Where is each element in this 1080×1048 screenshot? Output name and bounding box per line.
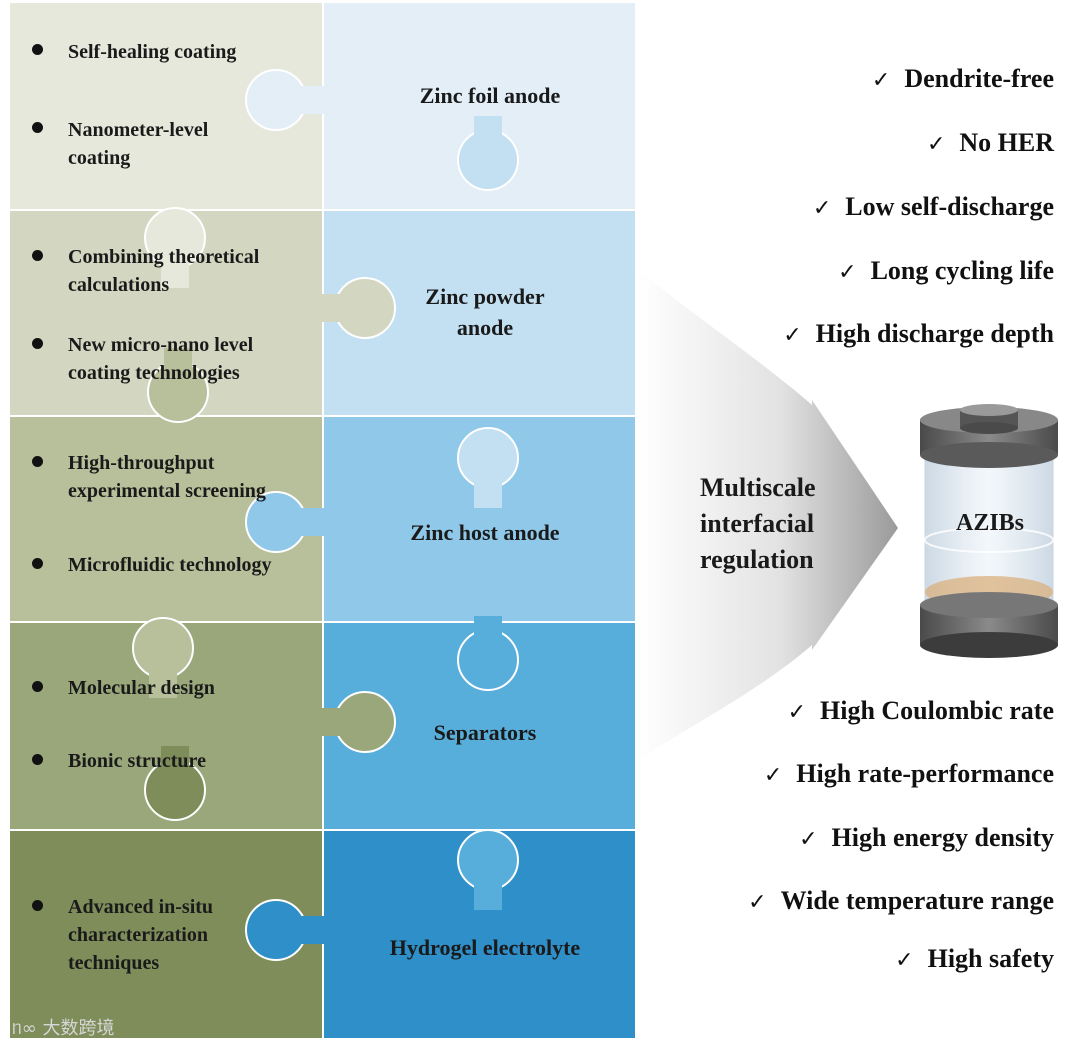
watermark: ᥒ∞ 大数跨境 xyxy=(12,1018,115,1039)
battery-top-edge xyxy=(920,442,1058,468)
bullet-icon xyxy=(32,558,43,569)
benefit-item: ✓High discharge depth xyxy=(783,319,1054,348)
puzzle-knob-neck xyxy=(292,508,326,536)
check-icon: ✓ xyxy=(895,948,914,973)
bullet-icon xyxy=(32,681,43,692)
right-piece-label-2: Zinc powder anode xyxy=(425,284,545,340)
puzzle-knob-neck xyxy=(474,616,502,650)
bullet-icon xyxy=(32,122,43,133)
puzzle-knob-neck xyxy=(474,116,502,150)
battery-label: AZIBs xyxy=(955,510,1025,536)
left-item-text: Nanometer-level coating xyxy=(68,119,209,169)
puzzle-knob-neck xyxy=(164,348,192,382)
bullet-icon xyxy=(32,754,43,765)
bullet-icon xyxy=(32,44,43,55)
puzzle-knob-neck xyxy=(161,254,189,288)
puzzle-knob-neck xyxy=(149,664,177,698)
benefit-item: ✓Long cycling life xyxy=(838,256,1054,285)
check-icon: ✓ xyxy=(799,827,818,852)
left-item-text: Advanced in-situ characterization techni… xyxy=(68,896,214,974)
battery-bottom-edge xyxy=(920,632,1058,658)
right-piece-label-3: Zinc host anode xyxy=(410,520,560,545)
benefit-item: ✓High rate-performance xyxy=(763,759,1054,788)
puzzle-knob-neck xyxy=(292,86,326,114)
puzzle-knob-neck xyxy=(321,294,355,322)
check-icon: ✓ xyxy=(838,260,857,285)
bullet-icon xyxy=(32,338,43,349)
left-item-text: High-throughput experimental screening xyxy=(68,452,266,502)
puzzle-knob-neck xyxy=(474,474,502,508)
battery-terminal-base xyxy=(960,422,1018,434)
check-icon: ✓ xyxy=(783,323,802,348)
benefit-item: ✓Low self-discharge xyxy=(812,192,1054,221)
left-item-text: Bionic structure xyxy=(68,750,206,772)
battery-bottom-top xyxy=(920,592,1058,618)
check-icon: ✓ xyxy=(748,890,767,915)
benefit-item: ✓High safety xyxy=(895,944,1054,973)
check-icon: ✓ xyxy=(926,132,946,157)
puzzle-knob-neck xyxy=(474,876,502,910)
right-piece-label-1: Zinc foil anode xyxy=(419,83,561,108)
bullet-icon xyxy=(32,456,43,467)
left-item-text: New micro-nano level coating technologie… xyxy=(68,334,254,384)
benefit-item: ✓No HER xyxy=(926,128,1054,157)
benefit-item: ✓High energy density xyxy=(799,823,1054,852)
left-item-text: Microfluidic technology xyxy=(68,554,272,576)
bullet-icon xyxy=(32,900,43,911)
benefit-item: ✓Dendrite-free xyxy=(871,64,1054,93)
right-piece-label-5: Hydrogel electrolyte xyxy=(389,935,581,960)
battery-terminal-top xyxy=(960,404,1018,416)
right-piece-label-4: Separators xyxy=(433,720,537,745)
multiscale-regulation-label: Multiscale interfacial regulation xyxy=(700,473,816,574)
benefit-item: ✓Wide temperature range xyxy=(748,886,1054,915)
puzzle-knob-neck xyxy=(321,708,355,736)
watermark-logo-icon: ᥒ∞ xyxy=(12,1018,43,1039)
puzzle-knob-neck xyxy=(161,746,189,780)
check-icon: ✓ xyxy=(871,68,891,93)
left-item-text: Molecular design xyxy=(68,677,215,699)
left-item-text: Combining theoretical calculations xyxy=(68,246,260,296)
benefit-item: ✓High Coulombic rate xyxy=(787,696,1054,725)
left-item-text: Self-healing coating xyxy=(68,41,237,63)
puzzle-knob-neck xyxy=(292,916,326,944)
battery-ring xyxy=(924,527,1054,553)
bullet-icon xyxy=(32,250,43,261)
regulation-arrow xyxy=(638,270,898,760)
check-icon: ✓ xyxy=(763,763,783,788)
check-icon: ✓ xyxy=(787,700,806,725)
check-icon: ✓ xyxy=(812,196,832,221)
